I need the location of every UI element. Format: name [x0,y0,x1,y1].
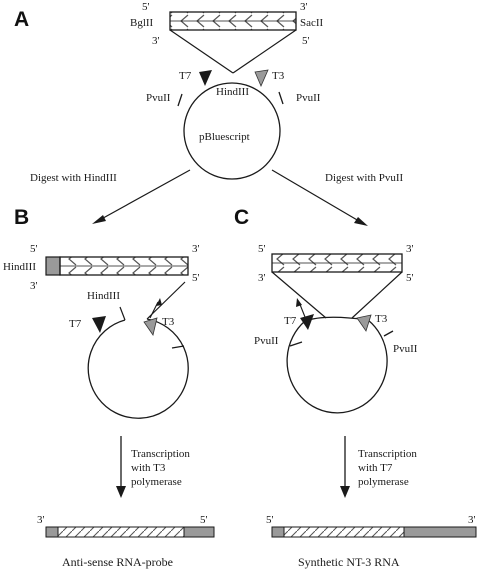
panel-b-hindiii-cut: HindIII [87,290,120,302]
panel-b-t7: T7 [69,318,82,330]
panel-b-t7-promoter-icon [92,316,106,333]
panel-a-label: A [14,8,29,31]
panel-c-product-end-5: 5' [266,514,274,526]
panel-a-end-5-right: 5' [302,35,310,47]
panel-b-insert [45,256,189,276]
panel-b-end-5-left: 5' [30,243,38,255]
panel-c-rna-product [271,526,477,538]
panel-b-product-label: Anti-sense RNA-probe [62,555,173,569]
panel-c-transcription-1: Transcription [358,448,417,460]
panel-a-plasmid-name: pBluescript [199,131,250,143]
panel-c-t7-promoter-icon [300,314,314,330]
panel-b-t3-promoter-icon [143,317,158,336]
panel-b-rna-product [45,526,215,538]
panel-a-pvuii-right: PvuII [296,92,321,104]
panel-b-plasmid [87,281,189,419]
panel-b-end-3-left: 3' [30,280,38,292]
panel-b-transcription-1: Transcription [131,448,190,460]
panel-a-t3-promoter-icon [254,69,269,88]
panel-a-t7-promoter-icon [199,70,212,86]
panel-c-end-5-left: 5' [258,243,266,255]
panel-c-label: C [234,206,249,229]
panel-b-t3-arrowhead [156,298,162,306]
panel-b-t3: T3 [162,316,175,328]
panel-a-end-3-left: 3' [152,35,160,47]
panel-b-transcription-3: polymerase [131,476,182,488]
panel-c-t7-arrowhead [296,298,302,307]
panel-a-hindiii: HindIII [216,86,249,98]
panel-b-transcription-arrow [116,436,126,498]
panel-c-transcription-2: with T7 [358,462,393,474]
panel-b-transcription-2: with T3 [131,462,166,474]
panel-c-product-label: Synthetic NT-3 RNA [298,555,400,569]
panel-c-end-3-left: 3' [258,272,266,284]
panel-c-product-end-3: 3' [468,514,476,526]
panel-c-t3: T3 [375,313,388,325]
panel-c-end-5-right: 5' [406,272,414,284]
panel-c-transcription-arrow [340,436,350,498]
panel-a-insert-connectors [169,29,297,74]
panel-b-end-5-right: 5' [192,272,200,284]
panel-c-insert [271,253,403,273]
panel-b-product-end-5: 5' [200,514,208,526]
panel-c-pvuii-left: PvuII [254,335,279,347]
panel-c-plasmid [286,316,394,414]
panel-a-end-5-left: 5' [142,1,150,13]
panel-a-sacii: SacII [300,17,324,29]
panel-a-insert [169,11,297,31]
panel-b-end-3-right: 3' [192,243,200,255]
panel-a-plasmid [177,82,284,180]
panel-b-hindiii-end: HindIII [3,261,36,273]
panel-c-t7: T7 [284,315,297,327]
panel-b-label: B [14,206,29,229]
panel-c-end-3-right: 3' [406,243,414,255]
panel-a-t3: T3 [272,70,285,82]
panel-a-bglii: BglII [130,17,154,29]
digest-hindiii-label: Digest with HindIII [30,172,117,184]
panel-a-pvuii-left: PvuII [146,92,171,104]
panel-a-t7: T7 [179,70,192,82]
digest-arrows [92,169,368,226]
digest-pvuii-label: Digest with PvuII [325,172,404,184]
panel-c-pvuii-right: PvuII [393,343,418,355]
panel-a-end-3-right: 3' [300,1,308,13]
panel-c-transcription-3: polymerase [358,476,409,488]
panel-c-insert-connectors [271,271,403,319]
panel-c-t3-promoter-icon [356,314,372,332]
panel-b-product-end-3: 3' [37,514,45,526]
